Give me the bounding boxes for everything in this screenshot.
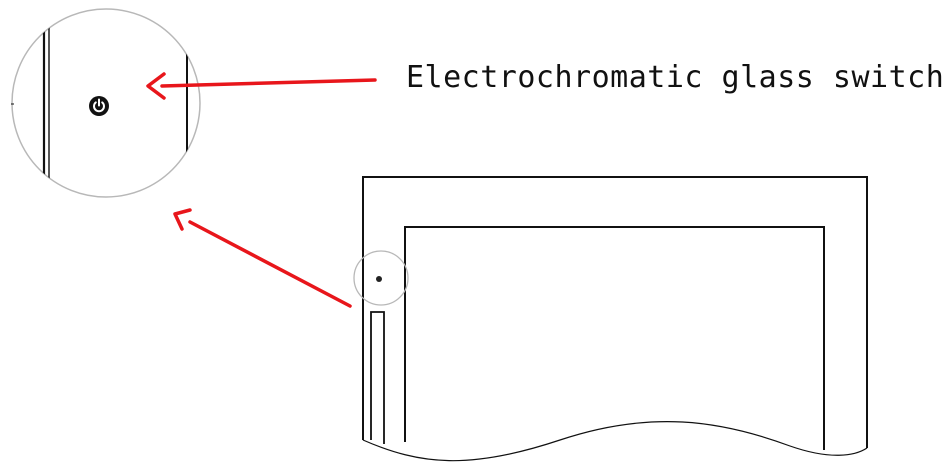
frame-drawing [353, 176, 868, 462]
side-slot [370, 311, 385, 444]
magnified-detail [11, 8, 201, 198]
label-arrow [146, 72, 377, 100]
switch-callout-label: Electrochromatic glass switch [406, 60, 945, 95]
power-icon [89, 96, 109, 116]
detail-circle [353, 250, 409, 306]
outer-frame [362, 176, 868, 448]
switch-dot [376, 276, 382, 282]
zoom-arrow [173, 208, 352, 308]
inner-glass-frame [404, 226, 825, 450]
break-line [362, 420, 868, 462]
